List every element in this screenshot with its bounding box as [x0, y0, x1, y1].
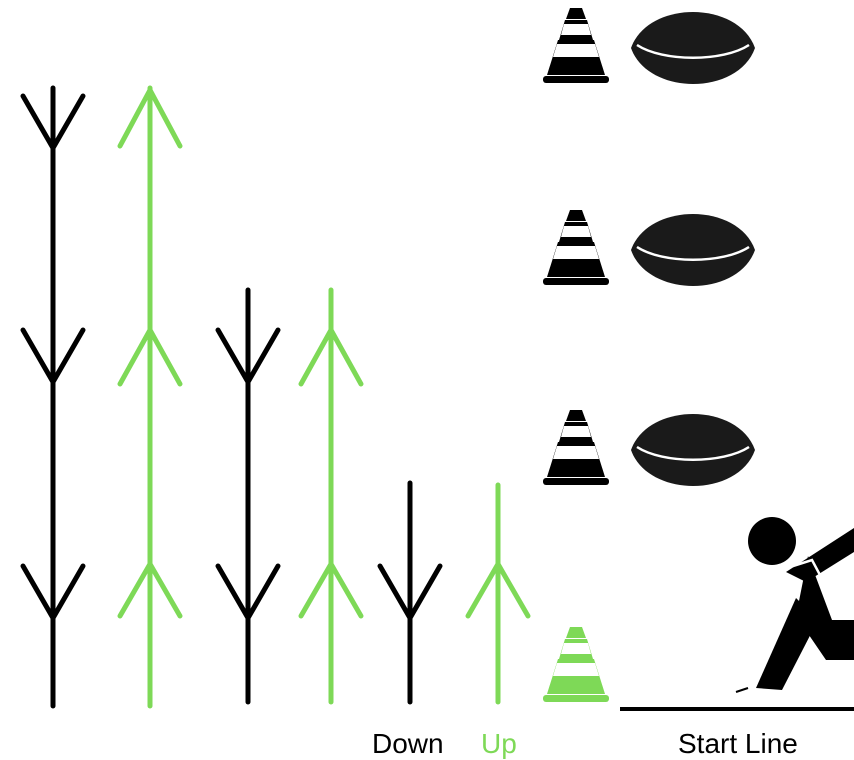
start-line-label: Start Line — [678, 728, 798, 759]
up-arrow-line-short — [465, 482, 531, 705]
up-arrow-line-medium — [298, 287, 364, 705]
legend-down-label: Down — [372, 728, 444, 759]
down-arrow-line-short — [377, 480, 443, 705]
cone-icon — [543, 627, 609, 702]
football-icon — [629, 212, 757, 288]
football-icon — [629, 412, 757, 488]
up-arrow-line-long — [117, 85, 183, 709]
cone-icon — [543, 410, 609, 485]
runner-icon — [735, 517, 854, 693]
cone-icon — [543, 8, 609, 83]
down-arrow-line-long — [20, 85, 86, 709]
football-icon — [629, 10, 757, 86]
legend-up-label: Up — [481, 728, 517, 759]
down-arrow-line-medium — [215, 287, 281, 705]
cone-icon — [543, 210, 609, 285]
